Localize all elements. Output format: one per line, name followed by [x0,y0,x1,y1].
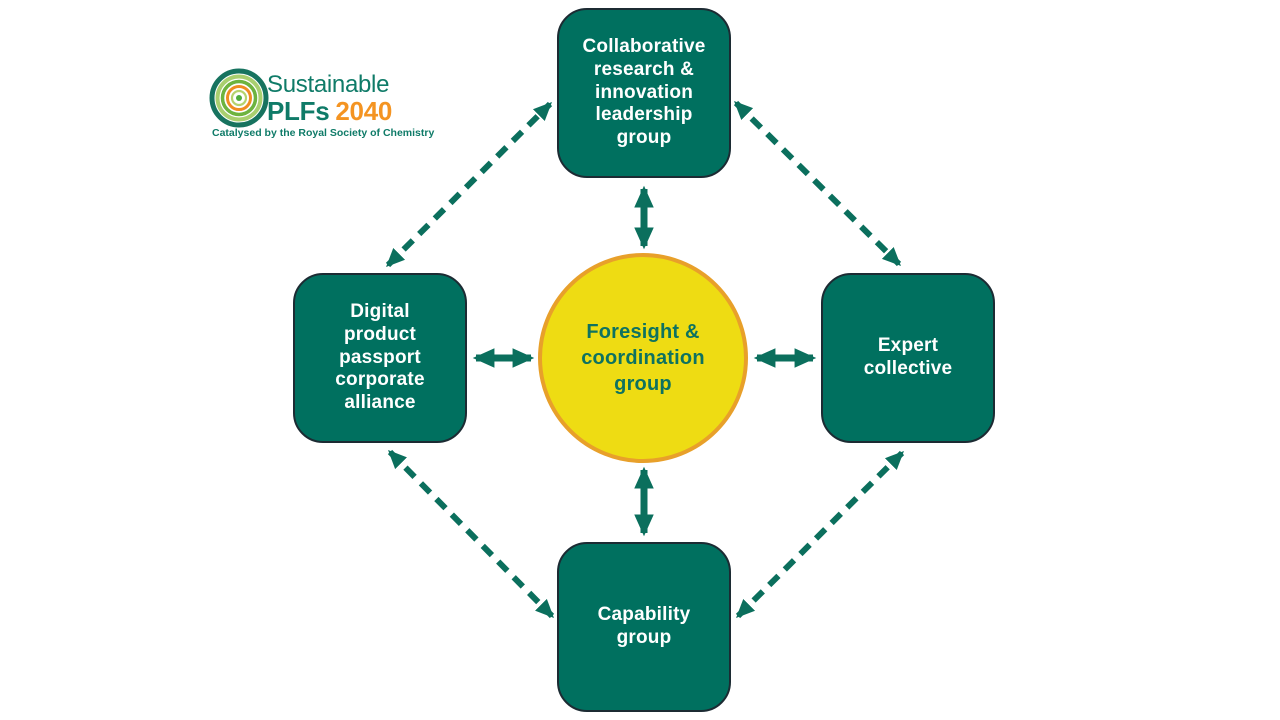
node-label: Expert collective [863,335,953,379]
arrow-bottom-left-dashed-icon [387,449,555,619]
node-label: Capability group [597,604,691,648]
node-label: Collaborative research & innovation lead… [582,36,706,149]
logo-plfs: PLFs [267,96,330,127]
arrow-top-right-dashed-icon [733,100,902,267]
node-expert-collective: Expert collective [821,273,995,443]
logo-year: 2040 [335,96,393,127]
logo-tagline: Catalysed by the Royal Society of Chemis… [212,127,435,139]
logo-name-line1: Sustainable [267,71,390,98]
arrow-bottom-right-dashed-icon [735,450,905,619]
arrow-top-left-dashed-icon [385,101,553,268]
node-label: Digital product passport corporate allia… [335,301,425,414]
hub-label: Foresight & coordination group [581,321,705,395]
node-collaborative-research-group: Collaborative research & innovation lead… [557,8,731,178]
node-capability-group: Capability group [557,542,731,712]
node-foresight-coordination-group: Foresight & coordination group [538,253,748,463]
node-digital-product-passport-alliance: Digital product passport corporate allia… [293,273,467,443]
logo-rings-icon [209,68,269,128]
